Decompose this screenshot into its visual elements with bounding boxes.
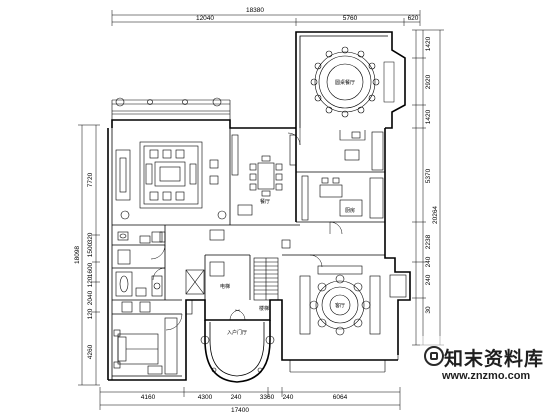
dimension-labels: 18380 12040 5760 620 1420 2920 1420 5370… [74, 7, 439, 414]
watermark-url: www.znzmo.com [442, 370, 531, 382]
dim-right-3: 5370 [425, 168, 432, 183]
watermark-brand: 知末资料库 www.znzmo.com [420, 336, 560, 420]
entry-label: 入户门厅 [227, 329, 247, 336]
dim-left-2: 1500 [87, 242, 94, 257]
dimension-lines [78, 10, 444, 410]
elevator-stair: 电梯 楼梯 [185, 229, 279, 312]
dim-top-overall: 18380 [246, 7, 264, 14]
dim-right-5: 240 [425, 256, 432, 267]
stair-label: 楼梯 [259, 305, 269, 312]
dim-bottom-2: 240 [231, 394, 242, 401]
kitchen-fixtures: 厨房 [301, 130, 384, 235]
dim-right-2: 1420 [425, 109, 432, 124]
dim-right-4: 2238 [425, 234, 432, 249]
dim-left-4: 120 [87, 276, 94, 287]
dim-bottom-total: 17400 [231, 407, 249, 414]
dim-top-edge: 620 [408, 15, 419, 22]
dim-right-6: 20264 [432, 206, 439, 224]
entry-portico: 入户门厅 [200, 309, 275, 383]
elevator-label: 电梯 [220, 283, 230, 290]
dim-bottom-3: 3360 [260, 394, 275, 401]
dim-right-0: 1420 [425, 36, 432, 51]
dim-top-right: 5760 [343, 15, 358, 22]
dim-left-0: 7720 [87, 172, 94, 187]
dim-left-1: 1600 [87, 262, 94, 277]
dim-bottom-1: 4300 [198, 394, 213, 401]
dim-right-7: 240 [425, 274, 432, 285]
kitchen-label: 厨房 [345, 207, 355, 214]
bedroom [113, 313, 183, 375]
round-dining-label: 圆桌餐厅 [335, 79, 355, 86]
living-room-lounge: 客厅 [289, 254, 407, 373]
misc-symbols [159, 128, 301, 315]
dim-left-8: 18098 [74, 246, 81, 264]
round-dining-table: 圆桌餐厅 [310, 46, 395, 118]
dining-label: 餐厅 [260, 198, 270, 205]
dim-top-left: 12040 [196, 15, 214, 22]
dim-left-5: 2040 [87, 290, 94, 305]
brand-logo-icon [424, 346, 444, 366]
bathrooms [115, 231, 166, 313]
dim-right-8: 30 [425, 306, 432, 314]
dim-bottom-5: 6064 [333, 394, 348, 401]
dim-right-1: 2920 [425, 74, 432, 89]
dim-left-3: 320 [87, 232, 94, 243]
dim-bottom-4: 240 [283, 394, 294, 401]
walls [107, 31, 411, 381]
dining-table: 餐厅 [231, 134, 283, 216]
dim-left-7: 4260 [87, 344, 94, 359]
dim-bottom-0: 4160 [141, 394, 156, 401]
living-room-set [115, 141, 227, 220]
watermark-title: 知末资料库 [444, 348, 545, 370]
dim-left-6: 120 [87, 308, 94, 319]
terrace-balustrade [111, 97, 231, 120]
living-label: 客厅 [335, 302, 345, 309]
